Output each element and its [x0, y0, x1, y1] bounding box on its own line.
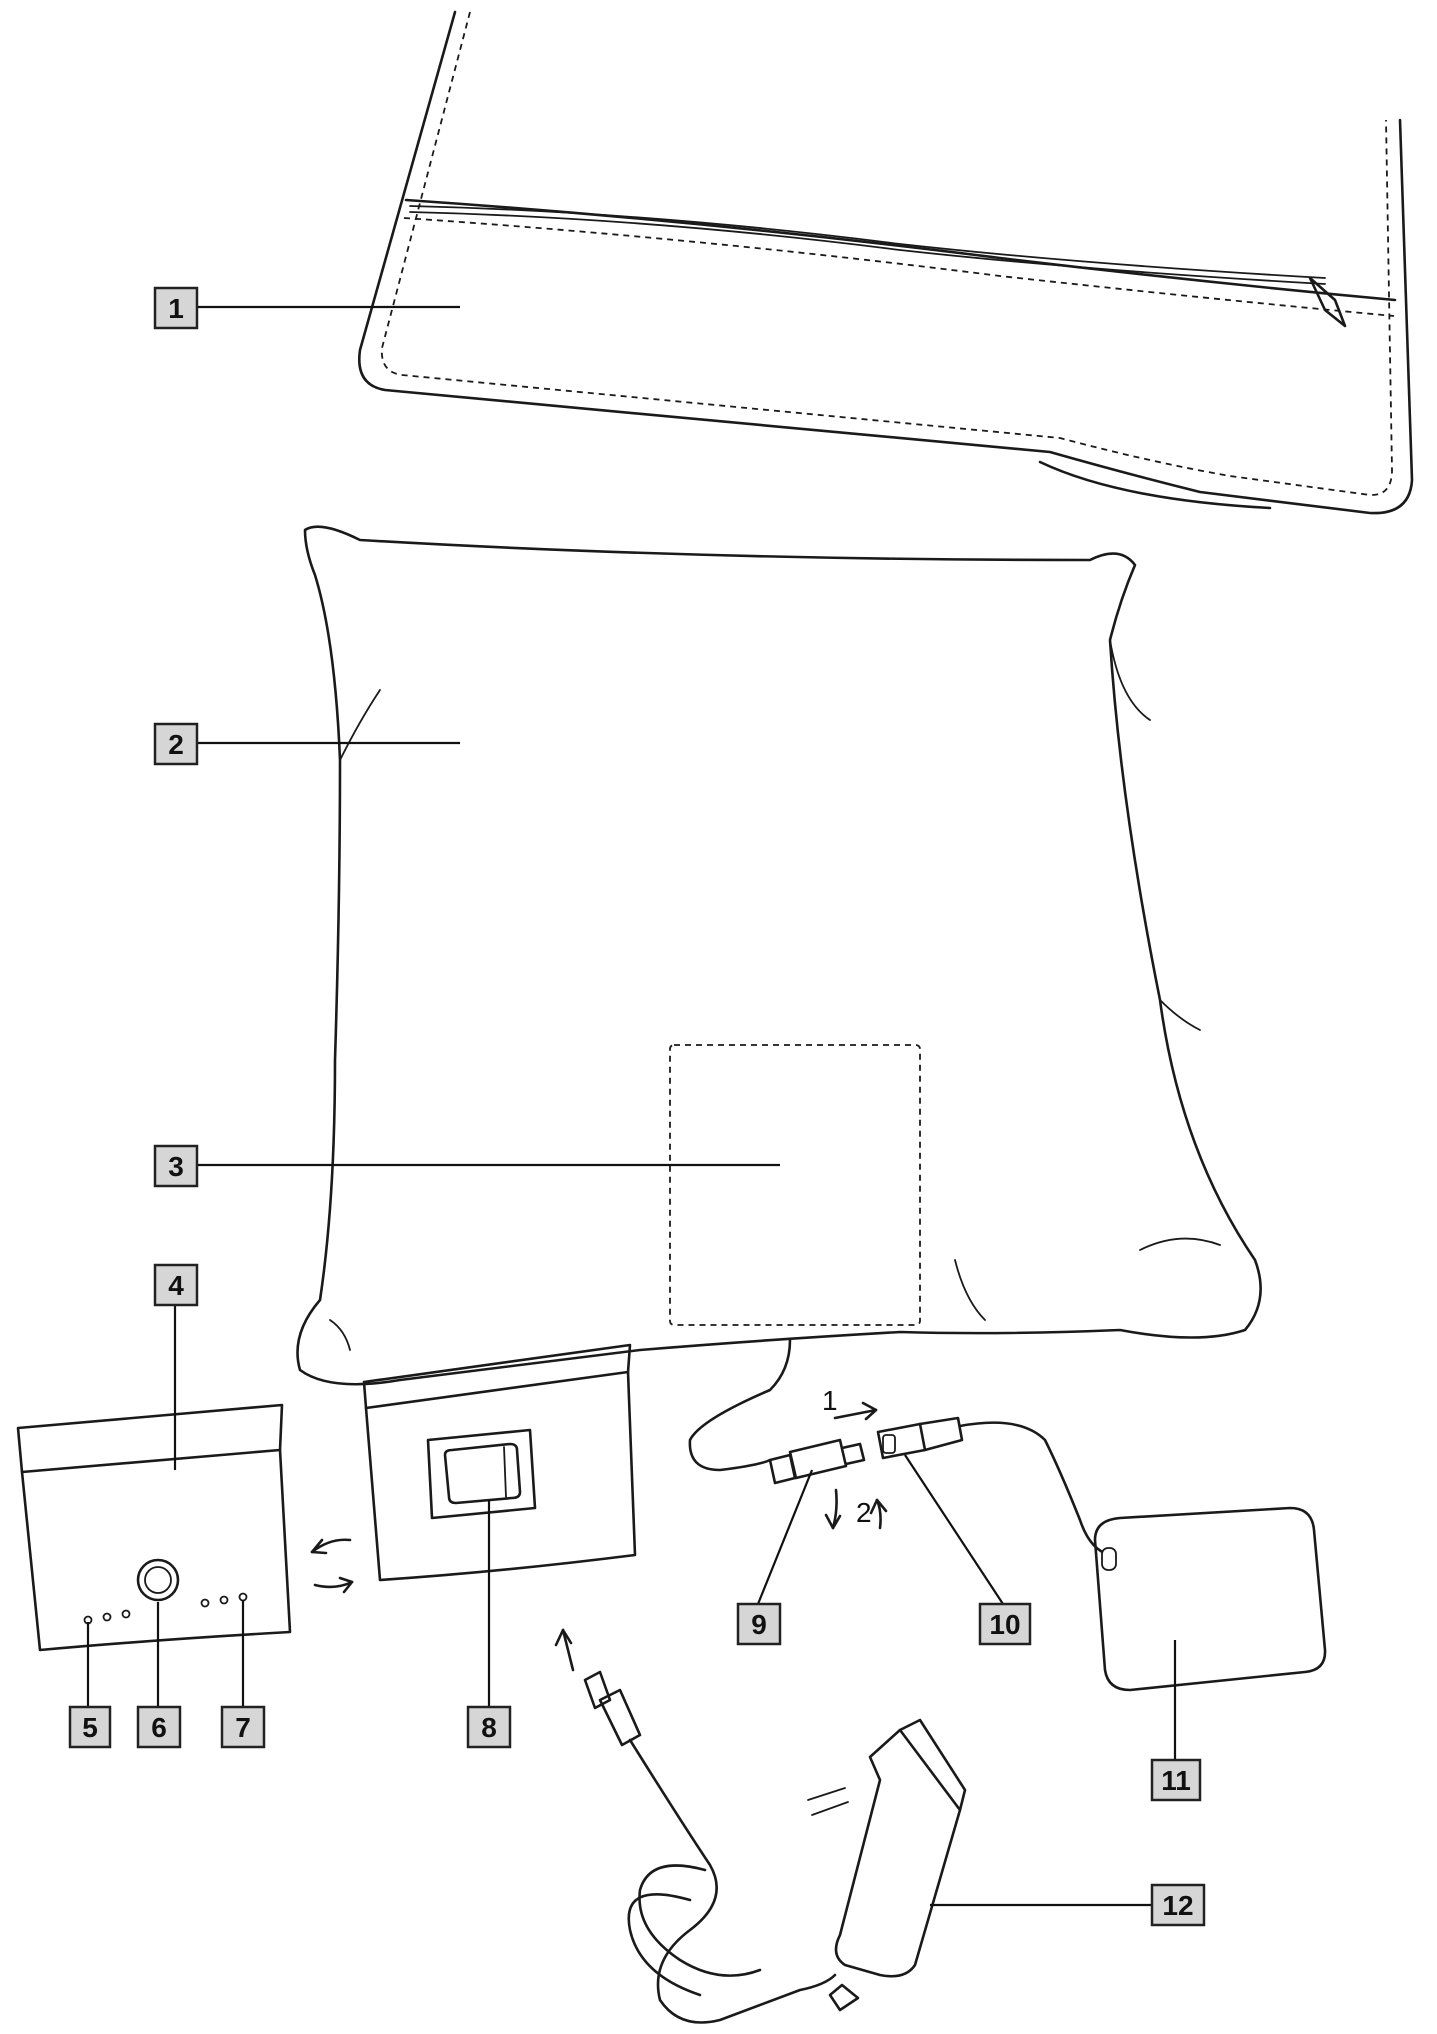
controller-pocket: [16, 1403, 292, 1652]
pillow-insert: [296, 525, 1262, 1386]
callout-11: 11: [1150, 1758, 1202, 1802]
led-indicators-right: [200, 1592, 248, 1608]
power-button: [136, 1558, 180, 1602]
step-number-2: 2: [856, 1497, 872, 1528]
svg-text:10: 10: [989, 1609, 1020, 1640]
callout-2: 2: [153, 722, 199, 766]
led-indicators-left: [83, 1609, 131, 1625]
callout-7: 7: [220, 1705, 266, 1749]
battery-pack: [1093, 1506, 1327, 1692]
curved-arrow-right: [313, 1580, 354, 1589]
svg-text:3: 3: [168, 1151, 184, 1182]
pillow-cover: [357, 10, 1414, 515]
callout-10: 10: [978, 1602, 1032, 1646]
callout-12: 12: [1150, 1883, 1206, 1927]
heating-pad-cable: [688, 1338, 792, 1472]
step-arrow-connect: [833, 1408, 878, 1420]
svg-text:4: 4: [168, 1270, 184, 1301]
callout-8: 8: [466, 1705, 512, 1749]
svg-text:5: 5: [82, 1712, 98, 1743]
callout-5: 5: [68, 1705, 112, 1749]
connector-plug: [768, 1438, 866, 1485]
svg-text:11: 11: [1161, 1765, 1191, 1796]
callout-9: 9: [736, 1602, 782, 1646]
leader-lines: [86, 305, 1177, 1907]
controller-slot-pocket: [362, 1343, 637, 1582]
power-adapter: [583, 1670, 967, 2024]
callout-1: 1: [153, 286, 199, 330]
svg-text:1: 1: [168, 293, 184, 324]
svg-text:12: 12: [1162, 1890, 1193, 1921]
step-number-1: 1: [822, 1385, 838, 1416]
callout-6: 6: [136, 1705, 182, 1749]
connector-socket: [876, 1416, 1112, 1557]
callout-4: 4: [153, 1263, 199, 1307]
svg-text:2: 2: [168, 729, 184, 760]
heating-pad: [669, 1044, 921, 1326]
svg-text:6: 6: [151, 1712, 167, 1743]
svg-text:9: 9: [751, 1609, 767, 1640]
insert-arrow: [561, 1628, 575, 1672]
svg-text:8: 8: [481, 1712, 497, 1743]
svg-text:7: 7: [235, 1712, 251, 1743]
callout-3: 3: [153, 1144, 199, 1188]
